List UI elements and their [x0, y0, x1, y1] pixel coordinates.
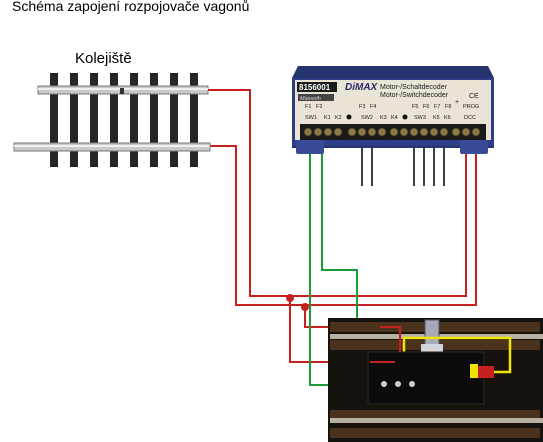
svg-text:F1: F1: [305, 104, 311, 110]
svg-text:F4: F4: [370, 104, 376, 110]
rail-bottom: [13, 142, 211, 152]
uncoupler-photo: [328, 318, 543, 442]
decoder-module: 8156001 DiMAX Motor-/Schaltdecoder Motor…: [292, 66, 494, 154]
svg-text:SW2: SW2: [361, 115, 373, 121]
sleeper: [190, 73, 198, 167]
svg-text:K1: K1: [324, 115, 331, 121]
switch-label-row: SW1 K1 K2 SW2 K3 K4 SW3 K5 K6 DCC: [305, 115, 476, 121]
svg-text:F3: F3: [359, 104, 365, 110]
page-title: Schéma zapojení rozpojovače vagonů: [12, 0, 250, 14]
svg-text:K3: K3: [380, 115, 387, 121]
svg-text:K6: K6: [444, 115, 451, 121]
sleeper: [50, 73, 58, 167]
svg-text:K4: K4: [391, 115, 398, 121]
decoder-brand: DiMAX: [345, 82, 379, 93]
track-sleepers: [50, 73, 198, 167]
wire-junction: [301, 303, 309, 311]
svg-text:K2: K2: [335, 115, 342, 121]
sleeper: [170, 73, 178, 167]
decoder-line2: Motor-/Switchdecoder: [380, 92, 449, 99]
decoder-logo: Massoth: [300, 96, 321, 102]
red-wire-track-top: [208, 89, 467, 297]
sleeper: [130, 73, 138, 167]
svg-text:+: +: [455, 99, 459, 106]
rail-top: [37, 85, 209, 95]
svg-text:SW3: SW3: [414, 115, 426, 121]
dot-marker: [346, 114, 352, 120]
wire-junction: [286, 294, 294, 302]
red-wire-track-bottom: [210, 140, 477, 306]
svg-text:DCC: DCC: [464, 115, 476, 121]
svg-text:F7: F7: [434, 104, 440, 110]
sleeper: [70, 73, 78, 167]
sleeper: [150, 73, 158, 167]
svg-text:K5: K5: [433, 115, 440, 121]
screw-terminals: [300, 124, 486, 140]
sleeper: [110, 73, 118, 167]
decoder-part-number: 8156001: [299, 83, 331, 92]
track-label: Kolejiště: [75, 50, 132, 67]
dot-marker: [402, 114, 408, 120]
terminal-label-row: F1 F2 F3 F4 F5 F6 F7 F8 PROG: [305, 104, 479, 110]
decoder-ce-mark: CE: [469, 93, 479, 100]
svg-text:PROG: PROG: [463, 104, 479, 110]
track-section: [13, 73, 211, 167]
svg-text:F5: F5: [412, 104, 418, 110]
decoder-line1: Motor-/Schaltdecoder: [380, 84, 448, 91]
svg-text:SW1: SW1: [305, 115, 317, 121]
sleeper: [90, 73, 98, 167]
svg-text:F8: F8: [445, 104, 451, 110]
svg-text:F2: F2: [316, 104, 322, 110]
svg-text:F6: F6: [423, 104, 429, 110]
